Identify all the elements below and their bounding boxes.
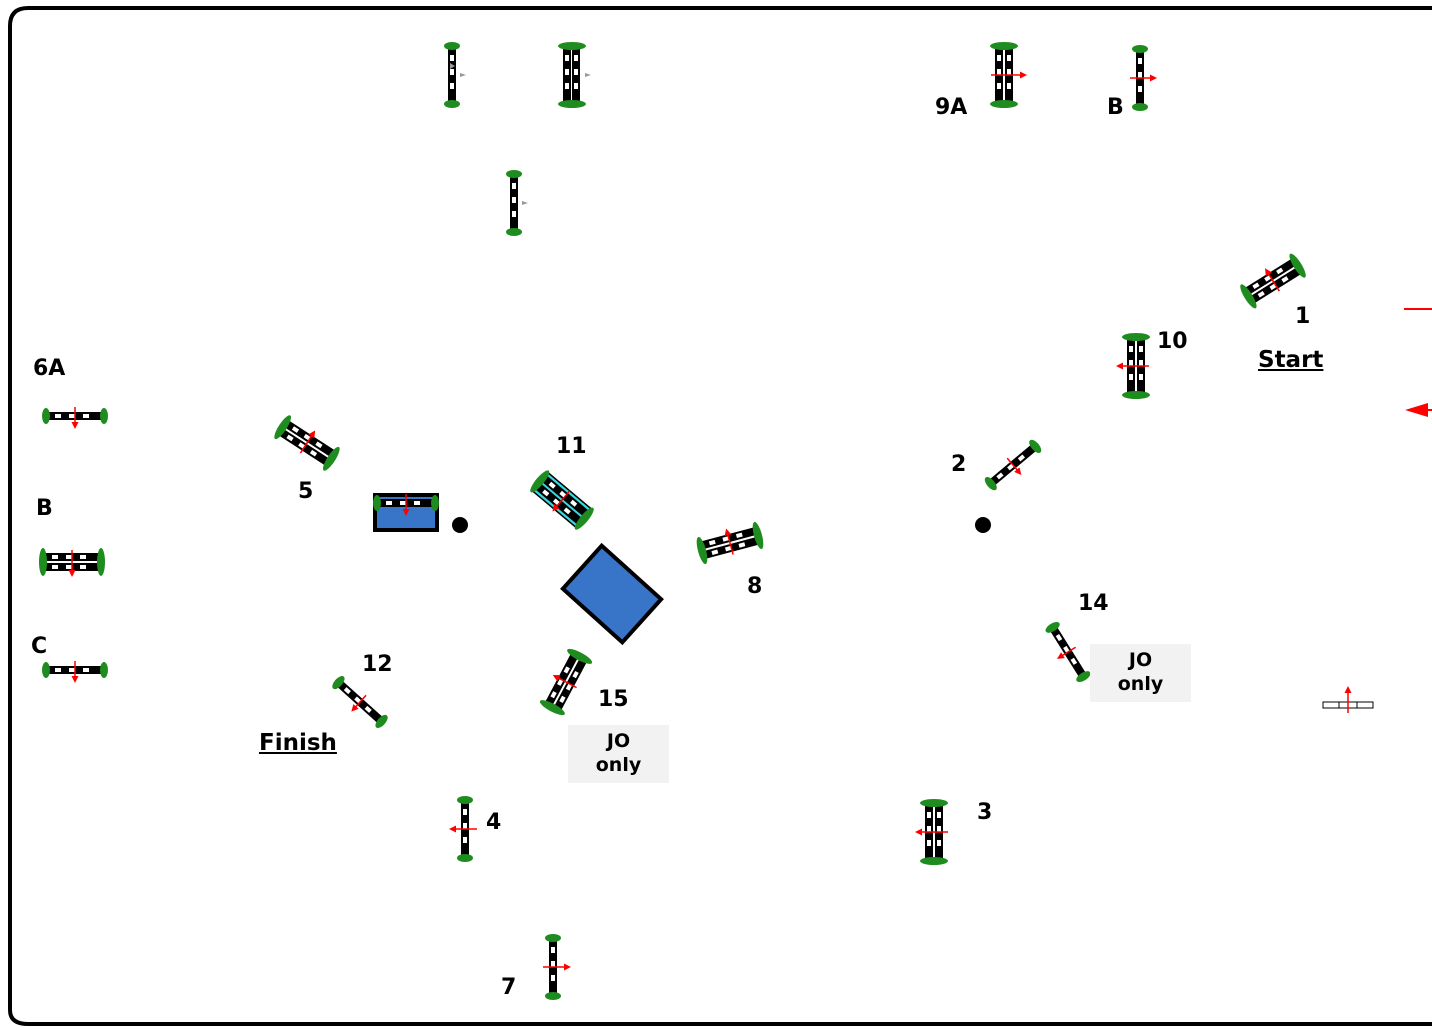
fence-10 bbox=[1116, 333, 1150, 399]
fence-4 bbox=[449, 796, 477, 862]
label-1: 1 bbox=[1295, 304, 1311, 329]
fence-6c bbox=[42, 660, 108, 684]
fence-9a bbox=[990, 42, 1027, 108]
label-12: 12 bbox=[362, 652, 393, 677]
label-6a: 6A bbox=[33, 356, 66, 381]
fence-9b bbox=[1130, 45, 1157, 111]
label-6c: C bbox=[31, 634, 48, 659]
label-4: 4 bbox=[486, 810, 502, 835]
fence-7 bbox=[543, 934, 571, 1000]
fence-14 bbox=[1043, 619, 1093, 685]
fence-8 bbox=[694, 520, 766, 566]
fence-5 bbox=[271, 413, 343, 473]
arena-border bbox=[8, 6, 1432, 1026]
fence-15 bbox=[538, 646, 594, 718]
spare-fence-top-mid bbox=[558, 42, 586, 108]
jo-only-box-15: JO only bbox=[568, 725, 669, 783]
jo-box-15-line1: JO bbox=[606, 730, 631, 752]
fence-6a bbox=[42, 406, 108, 430]
jo-only-box-14: JO only bbox=[1090, 644, 1191, 702]
water-tray-fence bbox=[373, 493, 439, 532]
jo-box-15-line2: only bbox=[595, 754, 642, 776]
water-jump bbox=[560, 542, 664, 646]
label-9b: B bbox=[1107, 95, 1124, 120]
fence-11 bbox=[527, 468, 597, 532]
entry-arrow-icon bbox=[1405, 403, 1428, 417]
fence-1 bbox=[1237, 251, 1309, 311]
label-8: 8 bbox=[747, 574, 763, 599]
label-9a: 9A bbox=[935, 95, 968, 120]
fence-3 bbox=[915, 799, 948, 865]
label-6b: B bbox=[36, 496, 53, 521]
fence-12 bbox=[330, 673, 390, 731]
label-7: 7 bbox=[501, 975, 517, 1000]
label-10: 10 bbox=[1157, 329, 1188, 354]
practice-pole-right bbox=[1322, 686, 1374, 713]
label-finish: Finish bbox=[259, 730, 337, 756]
label-2: 2 bbox=[951, 452, 967, 477]
label-15: 15 bbox=[598, 687, 629, 712]
spare-fence-upper bbox=[506, 170, 522, 236]
fence-6b bbox=[39, 548, 105, 578]
jo-box-14-line1: JO bbox=[1128, 649, 1153, 671]
spare-fence-top-left bbox=[444, 42, 460, 108]
marker-dot-left bbox=[452, 517, 468, 533]
label-11: 11 bbox=[556, 434, 587, 459]
fence-2 bbox=[982, 437, 1044, 493]
label-3: 3 bbox=[977, 800, 993, 825]
label-14: 14 bbox=[1078, 591, 1109, 616]
jo-box-14-line2: only bbox=[1117, 673, 1164, 695]
label-5: 5 bbox=[298, 479, 314, 504]
label-start: Start bbox=[1258, 347, 1324, 373]
marker-dot-right bbox=[975, 517, 991, 533]
